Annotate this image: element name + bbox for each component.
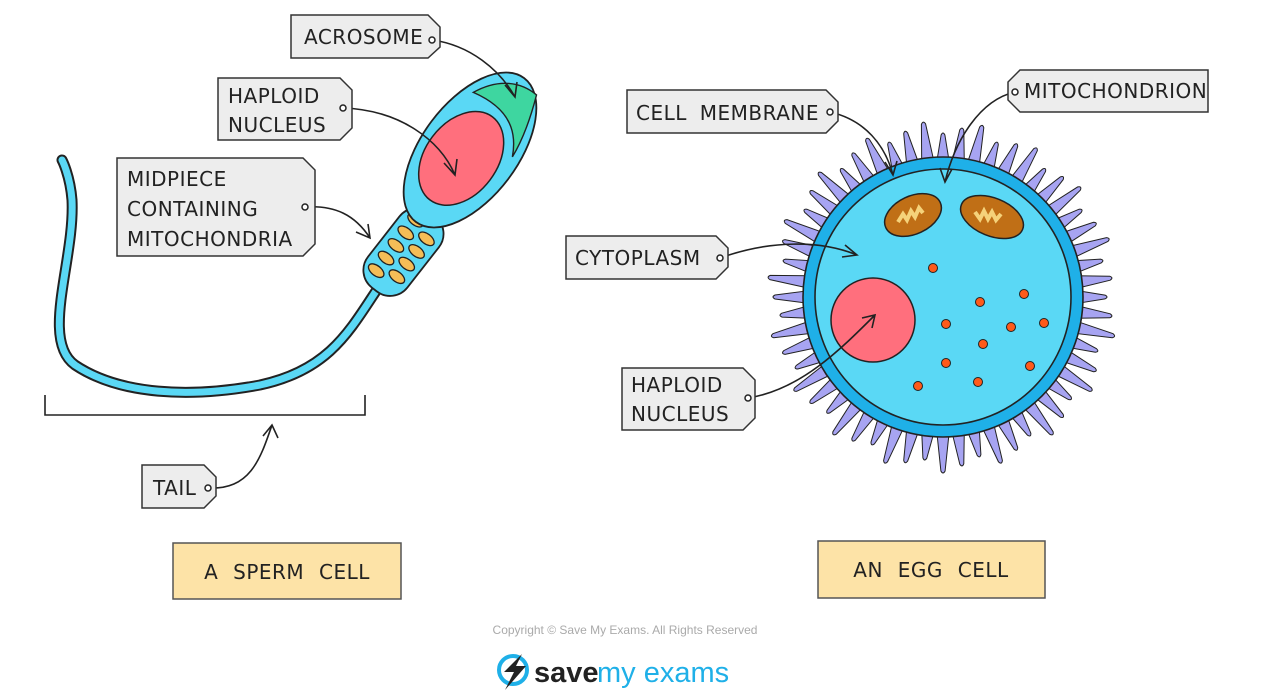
label-text: NUCLEUS bbox=[228, 113, 326, 137]
egg-spike bbox=[817, 171, 853, 207]
egg-spike bbox=[1062, 221, 1097, 245]
caption-egg: AN EGG CELL bbox=[817, 540, 1046, 599]
egg-spike bbox=[883, 422, 905, 464]
egg-spike bbox=[995, 143, 1019, 178]
egg-spike bbox=[1062, 349, 1097, 373]
label-arrows bbox=[207, 39, 1016, 489]
egg-spike bbox=[1076, 275, 1113, 289]
acrosome bbox=[471, 82, 538, 158]
label-mitochondrion: MITOCHONDRION bbox=[1007, 69, 1209, 113]
egg-granule bbox=[941, 319, 951, 329]
egg-spike bbox=[770, 320, 813, 339]
label-sperm-nucleus: HAPLOID NUCLEUS bbox=[217, 77, 353, 141]
logo-text-save: save bbox=[534, 657, 599, 689]
egg-spike bbox=[1068, 237, 1110, 259]
label-midpiece: MIDPIECE CONTAINING MITOCHONDRIA bbox=[116, 157, 316, 257]
caption-text: A SPERM CELL bbox=[204, 560, 370, 584]
egg-spike bbox=[1054, 363, 1093, 392]
label-text: MIDPIECE bbox=[127, 167, 227, 191]
egg-spike bbox=[903, 130, 920, 167]
egg-granule bbox=[941, 358, 951, 368]
egg-spike bbox=[966, 124, 985, 167]
caption-text: AN EGG CELL bbox=[853, 558, 1009, 582]
label-text: CYTOPLASM bbox=[575, 246, 701, 270]
label-text: HAPLOID bbox=[228, 84, 320, 108]
label-cell-membrane: CELL MEMBRANE bbox=[626, 89, 839, 134]
egg-granules bbox=[913, 263, 1049, 391]
egg-spike bbox=[1073, 258, 1104, 274]
label-text: ACROSOME bbox=[304, 25, 423, 49]
egg-spike bbox=[920, 121, 935, 164]
egg-granule bbox=[928, 263, 938, 273]
egg-spike bbox=[772, 290, 808, 304]
egg-granule bbox=[1025, 361, 1035, 371]
lightning-icon bbox=[497, 654, 529, 686]
egg-mitochondrion bbox=[959, 194, 1025, 240]
egg-granule bbox=[1019, 289, 1029, 299]
egg-spike bbox=[782, 335, 818, 355]
label-text: MITOCHONDRIA bbox=[127, 227, 293, 251]
label-text: CELL MEMBRANE bbox=[636, 101, 819, 125]
logo-text-myexams: my exams bbox=[597, 657, 729, 689]
egg-spike bbox=[995, 416, 1019, 451]
egg-nucleus bbox=[830, 277, 916, 363]
egg-spike bbox=[1044, 186, 1082, 218]
egg-spike bbox=[951, 430, 965, 467]
tail-bracket bbox=[44, 395, 366, 416]
label-cytoplasm: CYTOPLASM bbox=[565, 235, 729, 280]
egg-granule bbox=[973, 377, 983, 387]
egg-granule bbox=[1006, 322, 1016, 332]
egg-spike bbox=[832, 398, 864, 436]
sperm-head bbox=[402, 71, 538, 229]
egg-spike bbox=[966, 427, 982, 458]
sperm-tail bbox=[55, 156, 384, 396]
label-text: TAIL bbox=[152, 476, 197, 500]
egg-spike bbox=[921, 430, 935, 461]
label-text: MITOCHONDRION bbox=[1024, 79, 1207, 103]
label-text: HAPLOID bbox=[631, 373, 723, 397]
egg-cell bbox=[767, 121, 1116, 474]
caption-sperm: A SPERM CELL bbox=[172, 542, 402, 600]
egg-spike bbox=[865, 137, 891, 178]
egg-granule bbox=[978, 339, 988, 349]
egg-spike bbox=[1022, 398, 1054, 436]
egg-spike bbox=[903, 427, 920, 464]
egg-granule bbox=[913, 381, 923, 391]
copyright-text: Copyright © Save My Exams. All Rights Re… bbox=[493, 623, 758, 637]
egg-spike bbox=[1073, 320, 1116, 339]
egg-spike bbox=[1078, 290, 1108, 304]
label-text: CONTAINING bbox=[127, 197, 258, 221]
label-text: NUCLEUS bbox=[631, 402, 729, 426]
sperm-nucleus bbox=[417, 110, 505, 206]
egg-spike bbox=[1076, 305, 1113, 319]
sperm-cell bbox=[44, 71, 538, 416]
egg-spike bbox=[1009, 147, 1038, 186]
egg-spike bbox=[793, 363, 832, 392]
save-my-exams-logo: save my exams bbox=[497, 654, 729, 690]
label-egg-nucleus: HAPLOID NUCLEUS bbox=[621, 367, 756, 431]
egg-spike bbox=[783, 219, 824, 245]
label-tail: TAIL bbox=[141, 464, 217, 509]
egg-granule bbox=[1039, 318, 1049, 328]
label-acrosome: ACROSOME bbox=[290, 14, 441, 59]
egg-spike bbox=[936, 132, 950, 162]
egg-spike bbox=[981, 422, 1003, 464]
egg-granule bbox=[975, 297, 985, 307]
egg-spike bbox=[782, 258, 813, 274]
egg-spike bbox=[779, 305, 810, 319]
egg-spike bbox=[767, 274, 810, 289]
egg-spike bbox=[936, 432, 950, 474]
